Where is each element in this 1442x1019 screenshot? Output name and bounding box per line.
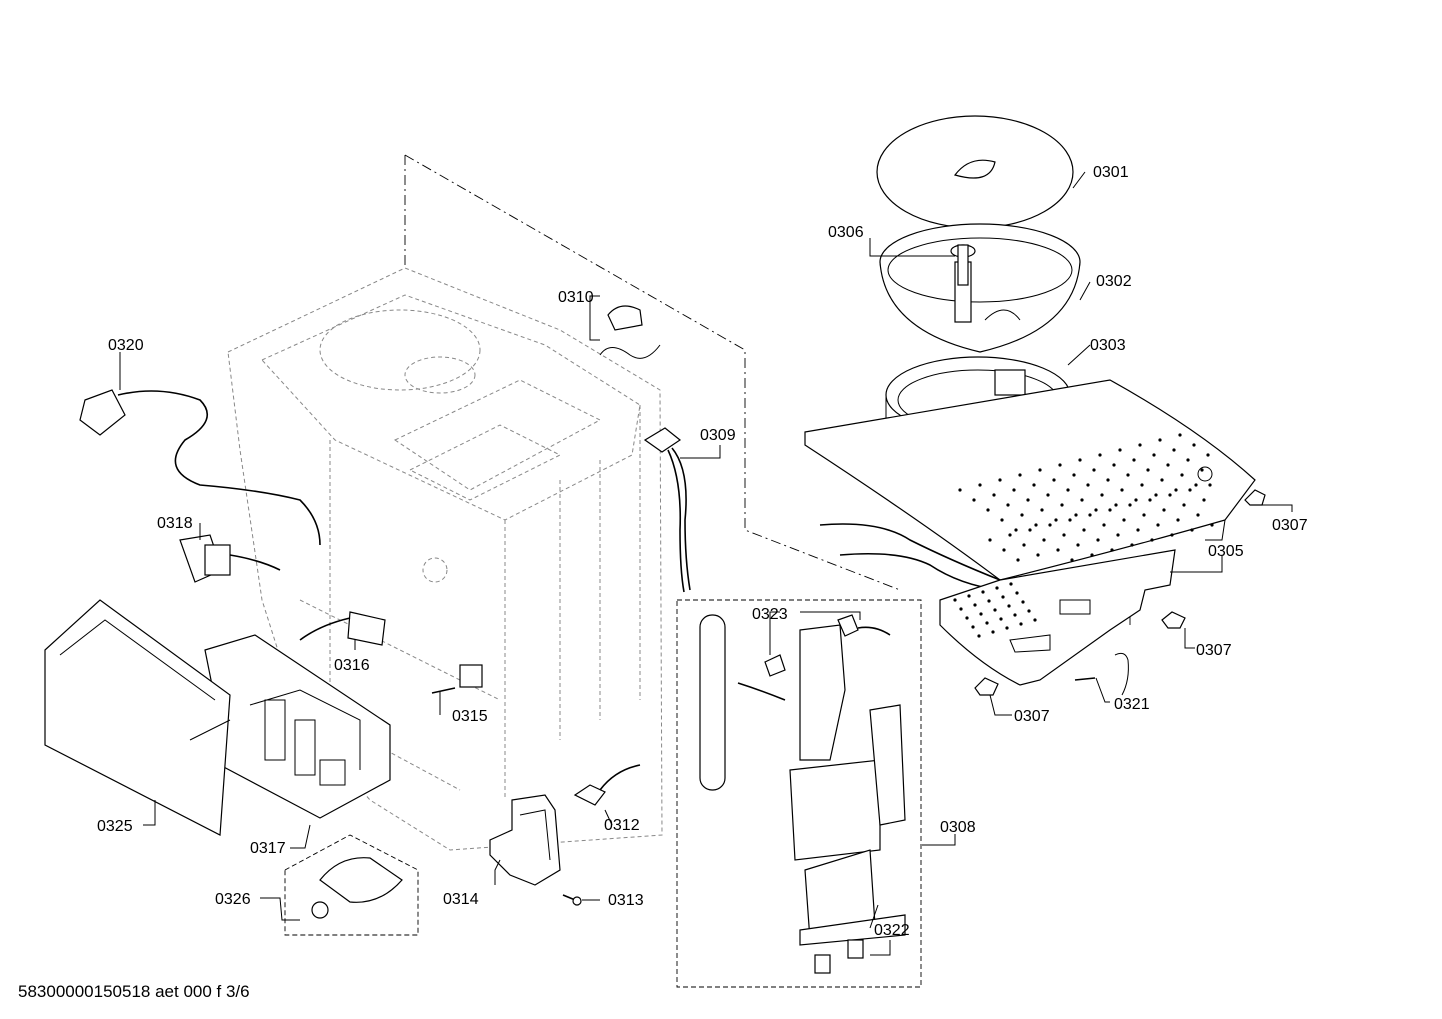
label-0317: 0317: [250, 840, 286, 857]
label-0320: 0320: [108, 337, 144, 354]
label-0307-top: 0307: [1272, 517, 1308, 534]
container-0302: [879, 223, 1081, 353]
board-0316: [299, 611, 386, 646]
label-0301: 0301: [1093, 164, 1129, 181]
sensor-0309: [643, 427, 691, 593]
water-module-0308: [699, 614, 906, 974]
label-0307-mid: 0307: [1196, 642, 1232, 659]
switch-0310: [599, 305, 661, 359]
label-0312: 0312: [604, 817, 640, 834]
housing-frame: [227, 267, 663, 851]
label-0321: 0321: [1114, 696, 1150, 713]
label-0305: 0305: [1208, 543, 1244, 560]
label-0307-low: 0307: [1014, 708, 1050, 725]
label-0303: 0303: [1090, 337, 1126, 354]
axle-0306: [957, 244, 969, 286]
part-labels: 0301 0306 0302 0303 0307 0305 0307 0307 …: [97, 164, 1308, 939]
label-0318: 0318: [157, 515, 193, 532]
label-0323: 0323: [752, 606, 788, 623]
leader-lines: [119, 171, 1293, 956]
screw-0321: [1074, 652, 1129, 696]
water-tank-0325: [44, 599, 231, 836]
label-0322: 0322: [874, 922, 910, 939]
label-0316: 0316: [334, 657, 370, 674]
label-0314: 0314: [443, 891, 479, 908]
lid-0301: [876, 115, 1074, 229]
cover-holes: [953, 433, 1214, 638]
switch-0312: [573, 764, 641, 806]
label-0325: 0325: [97, 818, 133, 835]
socket-0318: [179, 534, 281, 583]
label-0308: 0308: [940, 819, 976, 836]
label-0306: 0306: [828, 224, 864, 241]
label-0309: 0309: [700, 427, 736, 444]
label-0302: 0302: [1096, 273, 1132, 290]
clips-0307: [974, 489, 1266, 696]
label-0313: 0313: [608, 892, 644, 909]
seal-set-0326: [311, 857, 403, 919]
power-cord-0320: [79, 389, 321, 546]
cover-plate-0305: [804, 379, 1256, 686]
label-0315: 0315: [452, 708, 488, 725]
bracket-0314: [489, 794, 561, 886]
label-0326: 0326: [215, 891, 251, 908]
screw-0313: [562, 894, 582, 906]
label-0310: 0310: [558, 289, 594, 306]
drawing-reference: 58300000150518 aet 000 f 3/6: [18, 982, 250, 1001]
connector-0315: [431, 664, 483, 694]
